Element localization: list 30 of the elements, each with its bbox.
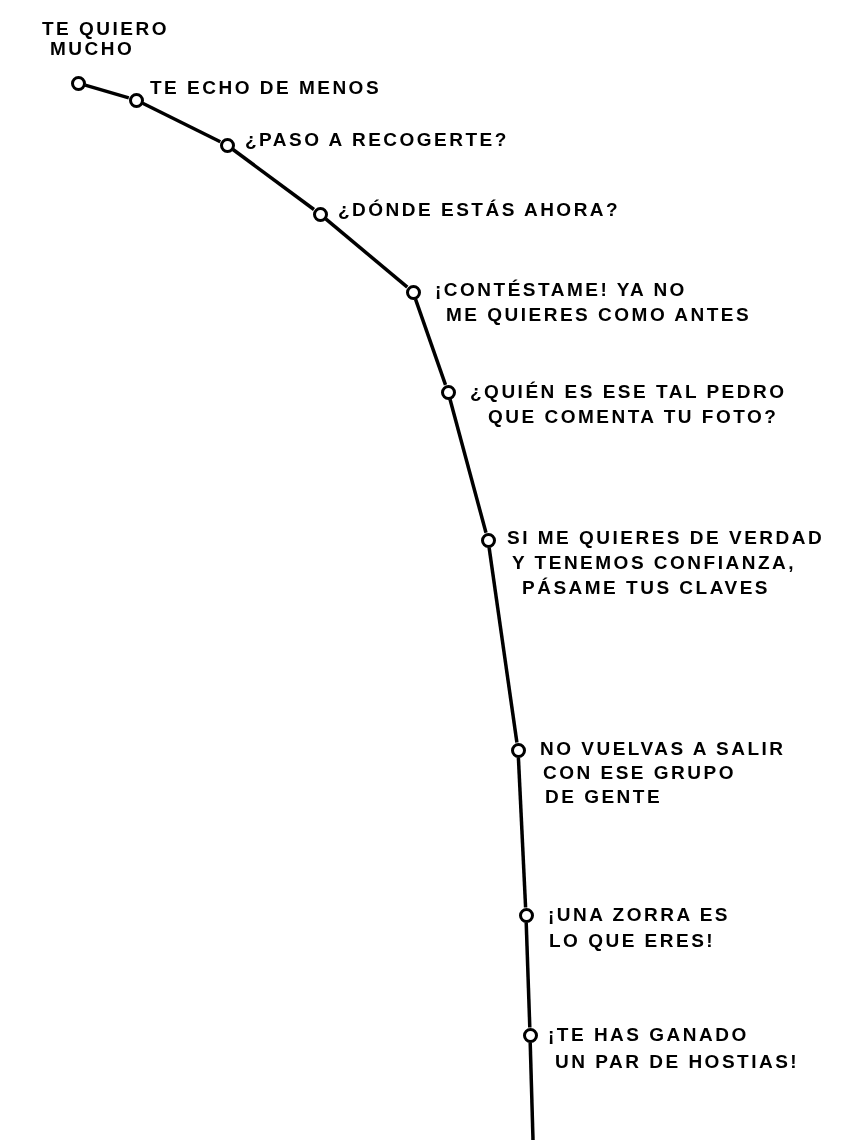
connector-line <box>324 217 409 289</box>
circle-marker <box>440 384 456 400</box>
connector-line <box>231 148 316 211</box>
circle-marker <box>219 137 235 153</box>
connector-line <box>524 922 532 1028</box>
connector-line <box>141 101 222 144</box>
circle-marker <box>518 907 534 923</box>
speech-text: TE ECHO DE MENOS <box>150 76 382 100</box>
connector-line <box>516 757 528 908</box>
circle-marker <box>510 742 526 758</box>
circle-marker <box>312 206 328 222</box>
circle-marker <box>522 1027 538 1043</box>
speech-text: NO VUELVAS A SALIR CON ESE GRUPO DE GENTE <box>540 737 786 809</box>
speech-text: ¿PASO A RECOGERTE? <box>245 128 509 152</box>
speech-text: ¡TE HAS GANADO UN PAR DE HOSTIAS! <box>548 1023 800 1074</box>
circle-marker <box>128 92 144 108</box>
speech-text: SI ME QUIERES DE VERDAD Y TENEMOS CONFIANZA, PÁSAME TUS CLAVES <box>507 526 825 600</box>
connector-line <box>413 298 448 386</box>
speech-text: ¿QUIÉN ES ESE TAL PEDRO QUE COMENTA TU FOTO? <box>470 380 787 429</box>
speech-text: ¿DÓNDE ESTÁS AHORA? <box>338 198 621 222</box>
connector-line <box>84 83 130 100</box>
speech-text: ¡UNA ZORRA ES LO QUE ERES! <box>548 903 731 953</box>
circle-marker <box>405 284 421 300</box>
speech-text: ¡CONTÉSTAME! YA NO ME QUIERES COMO ANTES <box>435 278 752 327</box>
connector-line <box>448 398 488 534</box>
circle-marker <box>70 75 86 91</box>
speech-text: TE QUIERO MUCHO <box>42 19 169 59</box>
connector-line <box>487 547 519 743</box>
circle-marker <box>480 532 496 548</box>
connector-line <box>528 1042 535 1140</box>
